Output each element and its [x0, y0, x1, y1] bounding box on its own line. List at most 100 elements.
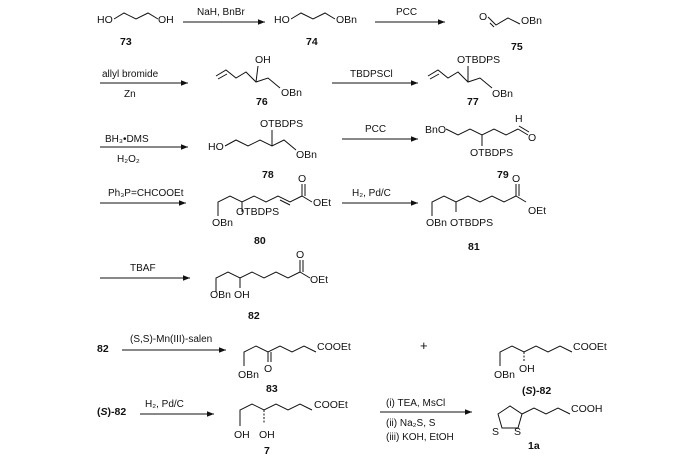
compound-73: HO OH 73	[97, 12, 174, 48]
atom-label: OH	[519, 363, 535, 375]
atom-label: S	[514, 426, 521, 438]
compound-number: 82	[97, 343, 109, 355]
reagent-label: (S,S)-Mn(III)-salen	[130, 334, 212, 345]
atom-label: OH	[158, 14, 174, 26]
atom-label: OBn	[238, 369, 259, 381]
compound-number: 80	[254, 235, 266, 247]
reaction-arrow-2: PCC	[375, 7, 445, 25]
compound-7: OH OH COOEt 7	[234, 399, 348, 457]
atom-label: OEt	[528, 205, 546, 217]
reagent-label: (iii) KOH, EtOH	[386, 432, 454, 443]
atom-label: OTBDPS	[450, 217, 493, 229]
reaction-arrow-7: Ph₃P=CHCOOEt	[100, 188, 186, 206]
compound-number: 81	[468, 241, 480, 253]
atom-label: HO	[274, 14, 290, 26]
reagent-label: TBAF	[130, 263, 156, 274]
reagent-label: allyl bromide	[102, 69, 159, 80]
reagent-label: NaH, BnBr	[197, 7, 245, 18]
compound-77: OTBDPS OBn 77	[427, 54, 513, 108]
atom-label: OTBDPS	[260, 118, 303, 130]
atom-label: OEt	[310, 274, 328, 286]
atom-label: COOEt	[317, 341, 351, 353]
reaction-arrow-4: TBDPSCl	[332, 69, 418, 86]
compound-number-s82: (S)-82	[522, 385, 551, 397]
compound-number: 83	[266, 383, 278, 395]
atom-label: OBn	[281, 87, 302, 99]
atom-label: OBn	[296, 149, 317, 161]
atom-label: OBn	[210, 289, 231, 301]
atom-label: O	[296, 249, 304, 261]
atom-label: BnO	[425, 124, 446, 136]
reagent-label: Ph₃P=CHCOOEt	[108, 188, 184, 199]
reaction-arrow-12: (i) TEA, MsCl (ii) Na₂S, S (iii) KOH, Et…	[380, 398, 472, 443]
reagent-label: H₂O₂	[117, 154, 140, 165]
compound-number: 79	[497, 169, 509, 181]
reagent-label: Zn	[124, 89, 136, 100]
atom-label: OTBDPS	[457, 54, 500, 66]
reaction-arrow-5: BH₃•DMS H₂O₂	[100, 134, 188, 165]
atom-label: O	[298, 173, 306, 185]
atom-label: COOH	[571, 403, 603, 415]
compound-76: OH OBn 76	[215, 54, 302, 108]
atom-label: HO	[208, 141, 224, 153]
atom-label: O	[512, 173, 520, 185]
reagent-label: (i) TEA, MsCl	[386, 398, 445, 409]
reaction-arrow-3: allyl bromide Zn	[100, 69, 188, 100]
atom-label: OH	[259, 429, 275, 441]
compound-number: 77	[467, 96, 479, 108]
atom-label: OH	[255, 54, 271, 66]
compound-number: 76	[256, 96, 268, 108]
reaction-arrow-1: NaH, BnBr	[183, 7, 265, 25]
atom-label: S	[492, 426, 499, 438]
compound-number: 1a	[528, 440, 540, 452]
compound-82: O OEt OBn OH 82	[210, 249, 328, 322]
compound-83: O COOEt OBn 83	[238, 341, 351, 395]
reagent-label: H₂, Pd/C	[145, 399, 184, 410]
reaction-arrow-10: (S,S)-Mn(III)-salen	[122, 334, 226, 353]
compound-number: 73	[120, 36, 132, 48]
compound-75: O OBn 75	[479, 11, 542, 53]
atom-label: COOEt	[573, 341, 607, 353]
compound-74: HO OBn 74	[274, 12, 357, 48]
atom-label: O	[479, 11, 487, 23]
reagent-label: PCC	[365, 124, 386, 135]
reaction-arrow-6: PCC	[342, 124, 418, 142]
atom-label: OBn	[492, 88, 513, 100]
reagent-label: TBDPSCl	[350, 69, 393, 80]
reaction-arrow-11: H₂, Pd/C	[140, 399, 214, 417]
atom-label: COOEt	[314, 399, 348, 411]
compound-1a: S S COOH 1a	[492, 403, 603, 452]
reagent-label: (ii) Na₂S, S	[386, 418, 436, 429]
compound-number: 7	[264, 445, 270, 457]
compound-number: 74	[306, 36, 318, 48]
reaction-arrow-9: TBAF	[100, 263, 190, 281]
compound-81: O OEt OBn OTBDPS 81	[426, 173, 546, 253]
reaction-arrow-8: H₂, Pd/C	[342, 188, 418, 206]
atom-label: OTBDPS	[236, 206, 279, 218]
atom-label: OBn	[336, 14, 357, 26]
atom-label: H	[515, 113, 523, 125]
atom-label: O	[264, 363, 272, 375]
compound-number-s82-start: (S)-82	[97, 406, 126, 418]
reagent-label: PCC	[396, 7, 417, 18]
atom-label: OH	[234, 289, 250, 301]
atom-label: HO	[97, 14, 113, 26]
atom-label: OBn	[521, 15, 542, 27]
atom-label: OEt	[313, 197, 331, 209]
atom-label: O	[528, 132, 536, 144]
compound-number: 75	[511, 41, 523, 53]
plus-sign: +	[420, 338, 428, 353]
atom-label: OH	[234, 429, 250, 441]
compound-s82: OH COOEt OBn (S)-82	[494, 341, 607, 397]
reagent-label: BH₃•DMS	[105, 134, 149, 145]
atom-label: OBn	[426, 217, 447, 229]
compound-79: BnO OTBDPS O H 79	[425, 113, 536, 181]
compound-80: O OEt OBn OTBDPS 80	[212, 173, 331, 247]
compound-78: HO OTBDPS OBn 78	[208, 118, 317, 181]
compound-number: 82	[248, 310, 260, 322]
atom-label: OTBDPS	[470, 147, 513, 159]
compound-number: 78	[262, 169, 274, 181]
atom-label: OBn	[494, 369, 515, 381]
reagent-label: H₂, Pd/C	[352, 188, 391, 199]
